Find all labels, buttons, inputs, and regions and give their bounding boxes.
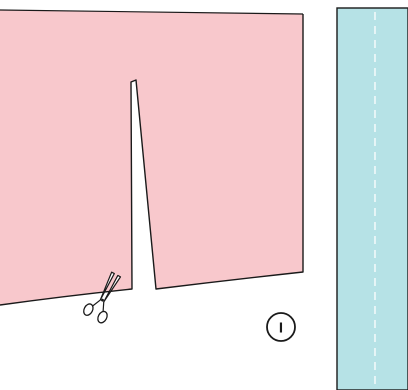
pink-fabric-outline <box>0 14 304 306</box>
step-number-label: I <box>279 320 283 337</box>
blue-fabric-strip <box>336 7 408 390</box>
pink-fabric-panel <box>0 10 303 305</box>
pink-fabric-top-edge <box>0 9 304 15</box>
step-badge-circle <box>266 312 296 342</box>
scissors-icon <box>83 271 122 324</box>
step-badge: I <box>266 312 296 342</box>
